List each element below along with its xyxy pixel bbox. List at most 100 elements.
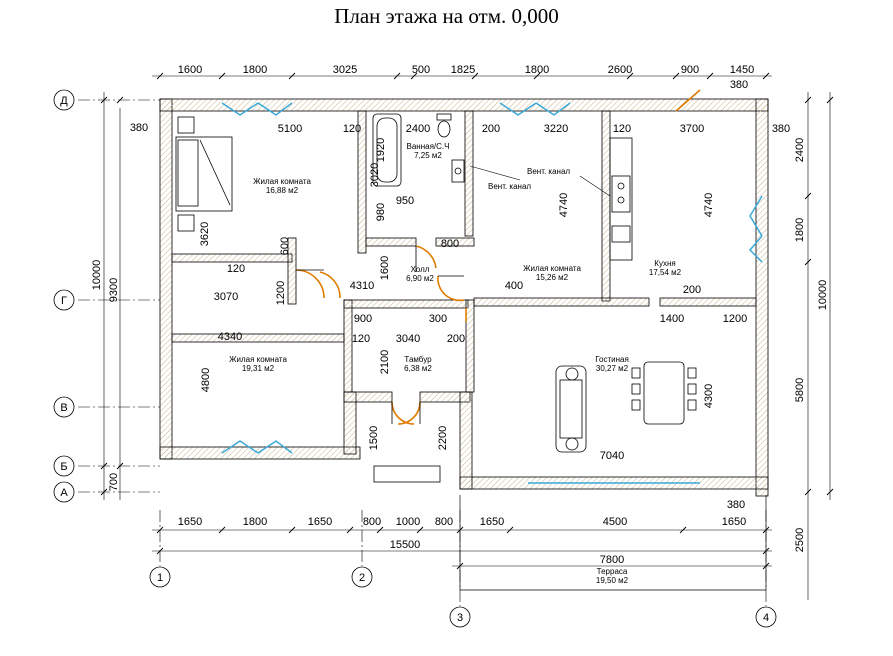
dim-interior-25: 200: [683, 284, 701, 296]
dim-top-2: 3025: [333, 64, 357, 76]
dim-tick: [762, 562, 770, 570]
dim-interior-13: 980: [375, 203, 387, 221]
dim-right-2: 5800: [794, 378, 806, 402]
room-name-6: Тамбур: [404, 355, 432, 364]
dim-bottom-6: 1650: [480, 516, 504, 528]
room-area-4: 6,90 м2: [406, 274, 434, 283]
dim-bottom-0: 1650: [178, 516, 202, 528]
dim-interior-39: 7040: [600, 450, 624, 462]
axis-letter-3: Б: [60, 461, 67, 473]
dim-bottom-7: 4500: [603, 516, 627, 528]
plan-title: План этажа на отм. 0,000: [334, 4, 559, 28]
dim-interior-22: 3070: [214, 291, 238, 303]
room-name-2: Жилая комната: [523, 264, 581, 273]
dim-tick: [100, 488, 108, 496]
dim-interior-23: 4310: [350, 280, 374, 292]
dim-bottom-1: 1800: [243, 516, 267, 528]
dim-interior-32: 3040: [396, 333, 420, 345]
dim-top-5: 1800: [525, 64, 549, 76]
axis-circle-4: [53, 481, 75, 503]
dim-top-6: 2600: [608, 64, 632, 76]
dim-top-4: 1825: [451, 64, 475, 76]
room-area-0: 16,88 м2: [266, 186, 299, 195]
axis-circle-num-3: [755, 606, 777, 628]
dim-top-0: 1600: [178, 64, 202, 76]
dim-interior-7: 3700: [680, 123, 704, 135]
room-area-7: 30,27 м2: [596, 364, 629, 373]
room-area-8: 19,50 м2: [596, 576, 629, 585]
dim-bottom-3: 800: [363, 516, 381, 528]
dim-tick: [100, 462, 108, 470]
dim-tick: [533, 72, 541, 80]
dining-table-icon: [631, 361, 697, 425]
dim-bottom-5: 800: [435, 516, 453, 528]
dim-tick: [762, 72, 770, 80]
dim-interior-20: 1200: [275, 281, 287, 305]
axis-circle-num-2: [449, 606, 471, 628]
dim-tick: [826, 488, 834, 496]
dim-tick: [762, 547, 770, 555]
axis-circle-0: [53, 89, 75, 111]
dim-tick: [100, 96, 108, 104]
dim-interior-14: 4740: [558, 193, 570, 217]
dim-tick: [288, 526, 296, 534]
dim-total-width: 15500: [390, 539, 421, 551]
room-name-8: Терраса: [597, 567, 628, 576]
dim-interior-26: 1400: [660, 313, 684, 325]
sink-icon: [451, 159, 465, 183]
dim-left-2: 700: [108, 473, 120, 491]
dim-tick: [456, 526, 464, 534]
bed-icon: [175, 116, 233, 232]
dim-interior-21: 1600: [379, 256, 391, 280]
dim-top-1: 1800: [243, 64, 267, 76]
dim-interior-15: 4740: [703, 193, 715, 217]
dim-tick: [393, 72, 401, 80]
room-name-7: Гостиная: [595, 355, 629, 364]
sofa-icon: [555, 365, 587, 453]
axis-circle-num-1: [351, 566, 373, 588]
dim-tick: [626, 72, 634, 80]
dim-interior-33: 200: [447, 333, 465, 345]
dim-interior-34: 4800: [200, 368, 212, 392]
axis-letter-0: Д: [60, 95, 68, 107]
door-leaves: [296, 246, 464, 424]
dim-interior-30: 300: [429, 313, 447, 325]
room-area-3: 17,54 м2: [649, 268, 682, 277]
dim-bottom-2: 1650: [308, 516, 332, 528]
dim-interior-18: 800: [441, 238, 459, 250]
dim-interior-6: 120: [613, 123, 631, 135]
axis-number-1: 2: [359, 572, 365, 584]
vent-label-1: Вент. канал: [527, 167, 570, 176]
dim-interior-31: 120: [352, 333, 370, 345]
dim-tick: [416, 526, 424, 534]
dim-tick: [826, 96, 834, 104]
room-area-2: 15,26 м2: [536, 273, 569, 282]
axis-circle-1: [53, 289, 75, 311]
dim-terrace-width: 7800: [600, 554, 624, 566]
dim-interior-2: 120: [343, 123, 361, 135]
dim-left-0: 10000: [91, 260, 103, 291]
dim-tick: [804, 96, 812, 104]
room-fills: [172, 111, 756, 477]
axis-circle-num-0: [149, 566, 171, 588]
dim-tick: [706, 72, 714, 80]
dim-tick: [804, 192, 812, 200]
dim-tick: [804, 488, 812, 496]
dim-left-1: 9300: [108, 278, 120, 302]
dim-interior-3: 2400: [406, 123, 430, 135]
axis-letter-1: Г: [61, 295, 67, 307]
dim-interior-8: 380: [772, 123, 790, 135]
dim-tick: [156, 72, 164, 80]
dim-tick: [410, 72, 418, 80]
dim-interior-9: 380: [730, 79, 748, 91]
dim-tick: [672, 72, 680, 80]
dim-interior-12: 950: [396, 195, 414, 207]
dim-tick: [471, 72, 479, 80]
bathtub-icon: [372, 113, 402, 187]
dim-top-7: 900: [681, 64, 699, 76]
dim-interior-29: 900: [354, 313, 372, 325]
toilet-icon: [436, 113, 452, 138]
dim-top-8: 1450: [730, 64, 754, 76]
dim-tick: [679, 526, 687, 534]
